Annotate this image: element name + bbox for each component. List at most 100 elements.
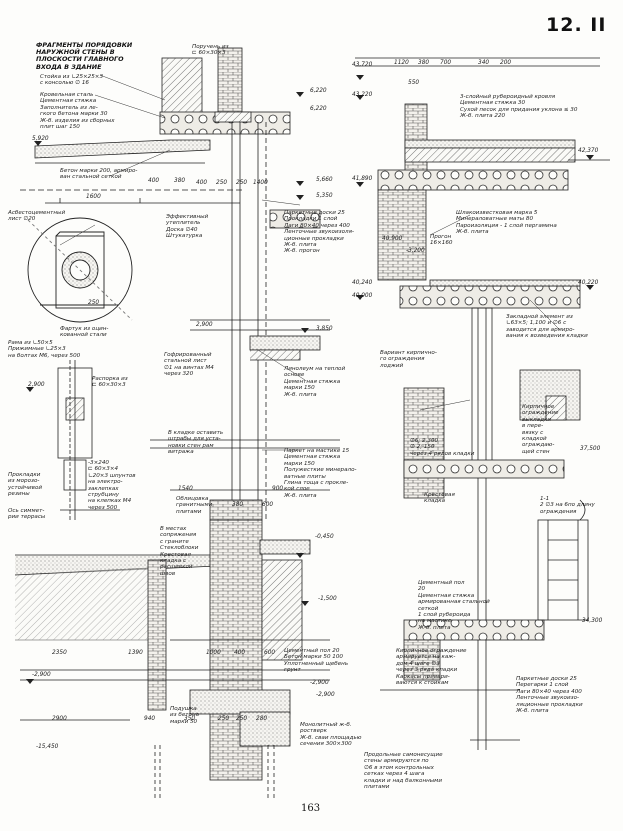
loggia-section-right <box>380 307 589 750</box>
dimension-label: 1400 <box>253 180 268 186</box>
dimension-label: 200 <box>500 60 512 66</box>
elevation-label: 2,900 <box>28 382 45 388</box>
dimension-label: 700 <box>440 60 452 66</box>
annotation-note: Кирпичное ограждение армируется на каж- … <box>396 648 467 687</box>
handrail-section <box>27 217 133 323</box>
dimension-label: 2350 <box>52 650 67 656</box>
page-number: 163 <box>301 803 321 814</box>
foundation-left <box>14 519 330 800</box>
elevation-label: 40,220 <box>578 280 599 286</box>
dimension-label: 550 <box>408 80 420 86</box>
elevation-markers <box>26 75 594 684</box>
elevation-label: 43,720 <box>352 62 373 68</box>
annotation-note: Прогон 16×160 <box>430 234 453 247</box>
annotation-note: Кровельная сталь Цементная стяжка Заполн… <box>40 92 115 131</box>
dimension-label: 900 <box>272 486 284 492</box>
annotation-note: Подушка из бетона марки 50 <box>170 706 200 725</box>
elevation-label: -2,900 <box>316 692 335 698</box>
dimension-label: 1120 <box>394 60 409 66</box>
elevation-label: 5,660 <box>316 177 333 183</box>
annotation-note: Паркет на мастике 15 Цементная стяжка ма… <box>284 448 357 499</box>
elevation-label: 37,500 <box>580 446 601 452</box>
elevation-label: -0,450 <box>315 534 334 540</box>
elevation-label: -2,900 <box>32 672 51 678</box>
elevation-label: 6,220 <box>310 106 327 112</box>
dimension-label: 1600 <box>86 194 101 200</box>
dimension-label: 600 <box>262 502 274 508</box>
annotation-note: Прокладки из морозо- устойчивой резины <box>8 472 42 498</box>
roof-detail-right <box>355 57 610 309</box>
elevation-label: 34,300 <box>582 618 603 624</box>
elevation-label: 3,850 <box>316 326 333 332</box>
wall-section-middle <box>150 47 340 641</box>
dimension-label: 250 <box>236 716 248 722</box>
sheet-number: 12. II <box>546 14 607 36</box>
annotation-note: Паркетные доски 25 Перегарки 1 слой Лаги… <box>516 676 583 715</box>
dimension-label: 380 <box>418 60 430 66</box>
elevation-label: 41,890 <box>352 176 373 182</box>
elevation-label: -1,500 <box>318 596 337 602</box>
annotation-note: В местах сопряжения с граните Стеклоблок… <box>160 526 199 577</box>
annotation-note: Линолеум на теплой основе Цементная стяж… <box>284 366 346 398</box>
dimension-label: 600 <box>264 650 276 656</box>
dimension-label: 1540 <box>178 486 193 492</box>
dimension-label: 250 <box>88 300 100 306</box>
annotation-note: Цементный пол 20 Цементная стяжка армиро… <box>418 580 490 631</box>
annotation-note: 3-слойный рубероидный кровля Цементная с… <box>460 94 578 120</box>
annotation-note: Паркетные доски 25 Прокладки 1 слой Лаги… <box>284 210 354 255</box>
annotation-note: В кладке оставить штрабы для уста- новки… <box>168 430 224 456</box>
dimension-label: 350 <box>184 716 196 722</box>
elevation-label: 43,220 <box>352 92 373 98</box>
annotation-note: Шлакоизвестковая марка 5 Минераловатные … <box>456 210 557 236</box>
elevation-label: -2,900 <box>310 680 329 686</box>
annotation-note: Облицовка гранитными плитами <box>176 496 213 515</box>
annotation-note: Цементный пол 20 Бетон марки 50 100 Упло… <box>284 648 349 674</box>
dimension-label: 940 <box>144 716 156 722</box>
annotation-note: Закладной элемент из ∟63×5; 1,100 и ∅6 с… <box>506 314 588 340</box>
dimension-label: 2900 <box>52 716 67 722</box>
annotation-note: Гофрированный стальной лист ∅1 на винтах… <box>164 352 214 378</box>
annotation-note: -3×240 ⊏ 60×3×4 ∟20×3 шпунтов на электро… <box>88 460 136 511</box>
annotation-note: Кирпичное ограждение выкладки в пере- вя… <box>522 404 559 455</box>
drawing-title: Фрагменты порядовки наружной стены в пло… <box>36 41 133 71</box>
annotation-note: Продольные самонесущие стены армируются … <box>364 752 443 791</box>
annotation-note: Распорка из ⊏ 60×30×3 <box>92 376 128 389</box>
elevation-label: 5,920 <box>32 136 49 142</box>
annotation-note: Бетон марки 200, армиро- ван стальной се… <box>60 168 138 181</box>
annotation-note: Эффективный утеплитель Доска ∅40 Штукату… <box>166 214 209 240</box>
annotation-note: Поручень из ⊏ 60×30×3 <box>192 44 229 57</box>
leader-lines <box>59 74 561 451</box>
dimension-label: 400 <box>234 650 246 656</box>
dimension-label: 380 <box>232 502 244 508</box>
annotation-note: 1-1 2 ∅3 на 6по длину ограждения <box>540 496 595 515</box>
parapet-detail <box>20 57 291 204</box>
dimension-label: 280 <box>256 716 268 722</box>
annotation-note: Ось симмет- рии террасы <box>8 508 46 521</box>
elevation-label: -3,200 <box>406 248 425 254</box>
dimension-label: 250 <box>218 716 230 722</box>
dimension-label: 250 <box>236 180 248 186</box>
annotation-note: Монолитный ж-б. ростверк Ж-б. сваи площа… <box>300 722 362 748</box>
elevation-label: 5,350 <box>316 193 333 199</box>
dimension-label: 340 <box>478 60 490 66</box>
dimension-label: 380 <box>174 178 186 184</box>
annotation-note: Вариант кирпично- го ограждения лоджий <box>380 350 437 369</box>
elevation-label: 40,900 <box>382 236 403 242</box>
annotation-note: Асбестоцементный лист ∅20 <box>8 210 66 223</box>
dimension-label: 1000 <box>206 650 221 656</box>
annotation-note: Рама из ∟50×5 Прижимные ∟25×3 на болтах … <box>8 340 81 359</box>
annotation-note: ∅6; 2,300 ∅ 2; 150 через 4 рядов кладки <box>410 438 475 457</box>
annotation-note: Крестовая кладка <box>424 492 455 505</box>
annotation-note: Стойка из ∟25×25×3 с консолью ∅ 16 <box>40 74 104 87</box>
annotation-note: Фартук из оцин- кованной стали <box>60 326 109 339</box>
dimension-label: 400 <box>148 178 160 184</box>
elevation-label: 40,240 <box>352 280 373 286</box>
window-frame-detail <box>57 360 120 520</box>
dimension-label: 1390 <box>128 650 143 656</box>
dimension-label: 400 <box>196 180 208 186</box>
elevation-label: 42,370 <box>578 148 599 154</box>
elevation-label: 2,900 <box>196 322 213 328</box>
dimension-label: 250 <box>216 180 228 186</box>
elevation-label: 40,000 <box>352 293 373 299</box>
